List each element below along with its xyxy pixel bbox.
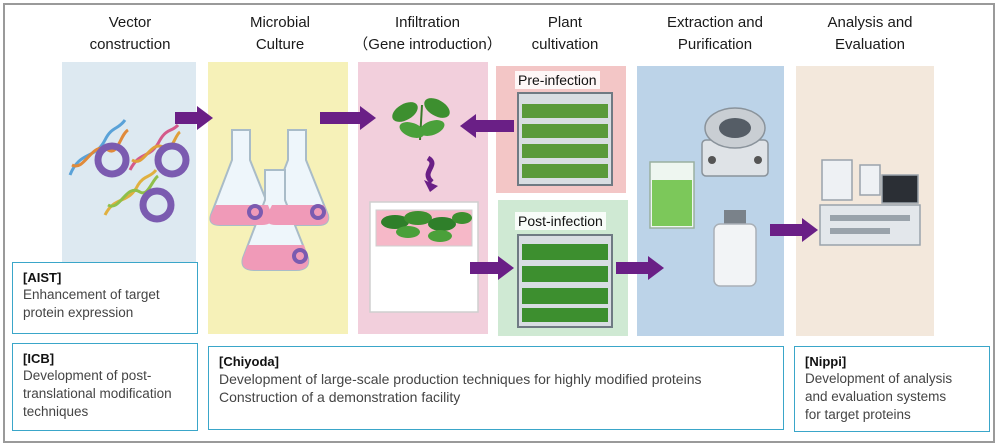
stage-title-cultivation: Plant cultivation — [515, 12, 615, 56]
stage-title-line: Evaluation — [834, 36, 906, 53]
arrow-right — [175, 106, 213, 130]
stage-title-line: Culture — [255, 36, 305, 53]
aist-org: [AIST] — [23, 270, 62, 285]
icb-org: [ICB] — [23, 351, 55, 366]
stage-title-line: Purification — [677, 36, 753, 53]
stage-title-line: Analysis and — [827, 14, 913, 31]
pre-infection-label: Pre-infection — [515, 71, 600, 89]
post-infection-shelf-icon — [517, 234, 613, 328]
chiyoda-desc-line: Construction of a demonstration facility — [219, 389, 461, 405]
stage-title-line: （Gene introduction） — [353, 36, 502, 53]
curved-down-arrow — [425, 155, 435, 184]
stage-title-vector: Vector construction — [70, 12, 190, 56]
stage-title-culture: Microbial Culture — [225, 12, 335, 56]
icb-desc-line: techniques — [23, 404, 89, 419]
stage-title-line: Extraction and — [667, 14, 763, 31]
stage-title-line: cultivation — [531, 36, 599, 53]
stage-title-infiltration: Infiltration （Gene introduction） — [345, 12, 510, 56]
arrow-right — [770, 218, 818, 242]
stage-title-analysis: Analysis and Evaluation — [805, 12, 935, 56]
arrow-right — [320, 106, 376, 130]
arrow-right — [470, 256, 514, 280]
nippi-desc-line: for target proteins — [805, 407, 911, 422]
aist-desc-line: Enhancement of target — [23, 287, 160, 302]
post-infection-label: Post-infection — [515, 212, 606, 230]
stage-title-line: Infiltration — [394, 14, 461, 31]
stage-title-line: construction — [89, 36, 171, 53]
chiyoda-box: [Chiyoda] Development of large-scale pro… — [208, 346, 784, 430]
arrow-right — [616, 256, 664, 280]
icb-desc-line: Development of post- — [23, 368, 152, 383]
arrow-head — [424, 180, 438, 192]
aist-box: [AIST] Enhancement of target protein exp… — [12, 262, 198, 334]
chiyoda-desc-line: Development of large-scale production te… — [219, 371, 702, 387]
arrow-left — [460, 114, 514, 138]
icb-box: [ICB] Development of post- translational… — [12, 343, 198, 431]
chiyoda-org: [Chiyoda] — [219, 354, 279, 369]
nippi-desc-line: and evaluation systems — [805, 389, 947, 404]
beaker-icon — [649, 161, 695, 229]
nippi-org: [Nippi] — [805, 354, 847, 369]
stage-title-line: Vector — [108, 14, 152, 31]
analyzer-icon — [819, 159, 921, 246]
aist-desc-line: protein expression — [23, 305, 134, 320]
bottle-icon — [713, 210, 757, 287]
tray-icon — [369, 201, 479, 313]
centrifuge-icon — [701, 107, 769, 177]
icb-desc-line: translational modification — [23, 386, 172, 401]
pre-infection-shelf-icon — [517, 92, 613, 186]
stage-title-extraction: Extraction and Purification — [645, 12, 785, 56]
nippi-desc-line: Development of analysis — [805, 371, 953, 386]
stage-title-line: Plant — [547, 14, 583, 31]
nippi-box: [Nippi] Development of analysis and eval… — [794, 346, 990, 432]
seedling-icon — [392, 98, 450, 141]
flow-arrows — [175, 106, 818, 280]
stage-title-line: Microbial — [249, 14, 310, 31]
dna-plasmid-icon — [68, 119, 190, 223]
